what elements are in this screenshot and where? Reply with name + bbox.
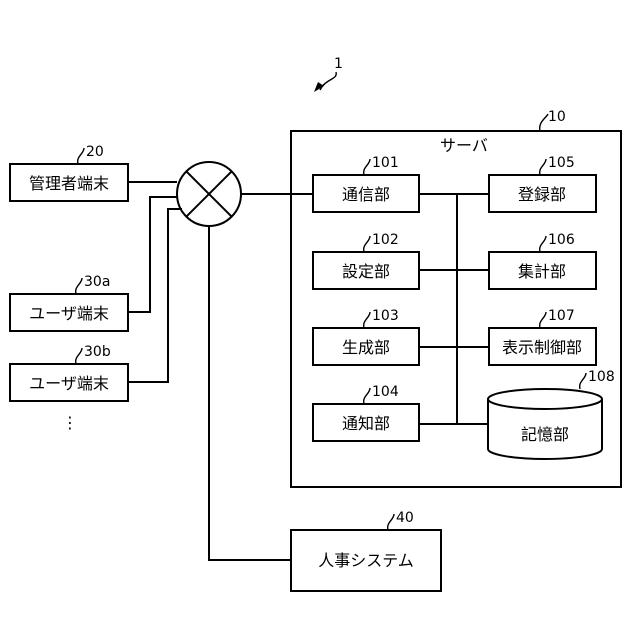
hr-system-ref-leader [388, 514, 394, 530]
display-control-module-ref: 107 [548, 308, 575, 324]
generation-module-ref: 103 [372, 308, 399, 324]
user-terminal-a-ref-leader [76, 278, 82, 294]
notification-module-ref: 104 [372, 384, 399, 400]
storage-module-ref: 108 [588, 369, 615, 385]
admin-terminal-label: 管理者端末 [29, 174, 109, 193]
communication-module-ref: 101 [372, 155, 399, 171]
storage-cylinder-top [488, 389, 602, 409]
link-hub-hr-system [209, 226, 291, 560]
admin-terminal-ref: 20 [86, 144, 104, 160]
setting-module-label: 設定部 [342, 262, 390, 281]
admin-terminal-ref-leader [78, 148, 84, 164]
display-control-module-label: 表示制御部 [502, 338, 582, 357]
registration-module-ref: 105 [548, 155, 575, 171]
figure-ref: 1 [334, 56, 343, 72]
server-ref-leader [540, 114, 548, 131]
generation-module-label: 生成部 [342, 338, 390, 357]
storage-module-label: 記憶部 [521, 425, 569, 444]
hr-system-ref: 40 [396, 510, 414, 526]
notification-module-label: 通知部 [342, 414, 390, 433]
server-label: サーバ [440, 136, 488, 155]
aggregation-module-ref: 106 [548, 232, 575, 248]
user-terminal-a-label: ユーザ端末 [29, 304, 109, 323]
link-user-b-hub [128, 209, 182, 382]
setting-module-ref: 102 [372, 232, 399, 248]
registration-module-label: 登録部 [518, 185, 566, 204]
user-terminal-b-ref: 30b [84, 344, 111, 360]
server-ref: 10 [548, 109, 566, 125]
more-terminals-ellipsis: ⋮ [62, 413, 78, 432]
aggregation-module-label: 集計部 [518, 262, 566, 281]
hr-system-label: 人事システム [318, 551, 414, 570]
user-terminal-b-label: ユーザ端末 [29, 374, 109, 393]
user-terminal-a-ref: 30a [84, 274, 110, 290]
figure-ref-arrow [320, 72, 336, 90]
link-user-a-hub [128, 197, 178, 312]
communication-module-label: 通信部 [342, 185, 390, 204]
user-terminal-b-ref-leader [76, 348, 82, 364]
